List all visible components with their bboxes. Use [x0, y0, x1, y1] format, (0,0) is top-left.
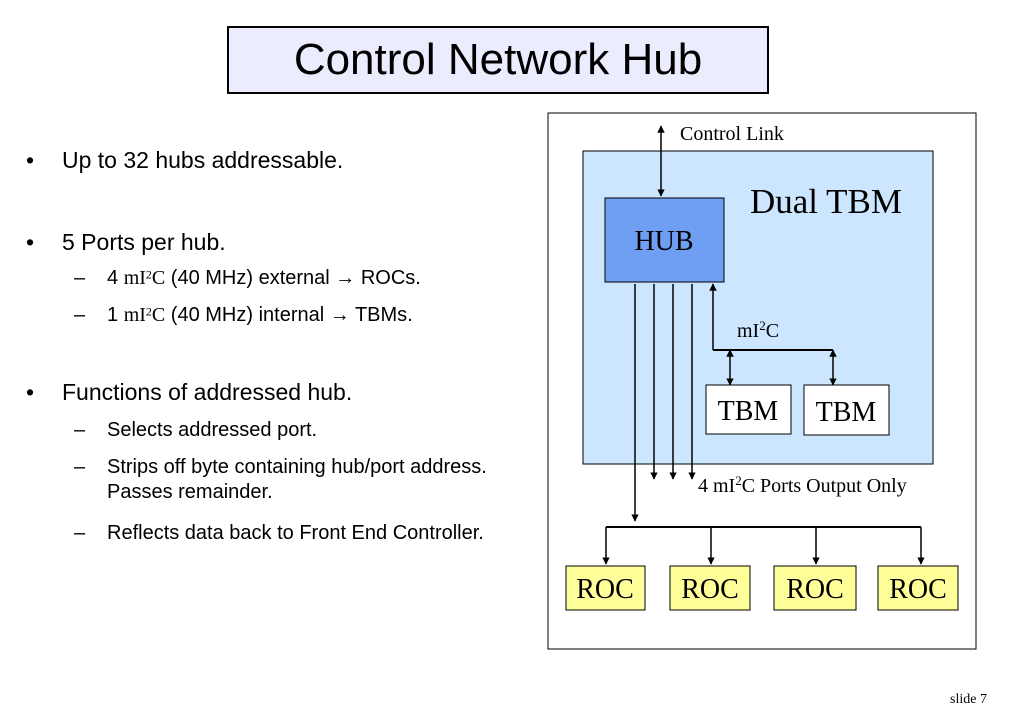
mi2c-label: mI2C [737, 318, 779, 342]
tbm-label-1: TBM [718, 396, 779, 427]
page-title: Control Network Hub [293, 35, 703, 84]
bullet-hubs-addressable: Up to 32 hubs addressable. [62, 147, 344, 173]
sub-bullet-selects-port: Selects addressed port. [107, 419, 318, 441]
sub-bullet-dash: – [74, 456, 86, 478]
sub-bullet-dash: – [74, 522, 86, 544]
sub-bullet-dash: – [74, 267, 86, 289]
slide-number: slide 7 [950, 692, 987, 707]
tbm-label-2: TBM [816, 397, 877, 428]
roc-label-2: ROC [681, 574, 739, 605]
bullet-ports-per-hub: 5 Ports per hub. [62, 229, 226, 255]
roc-box-4 [877, 565, 959, 611]
roc-box-3 [773, 565, 857, 611]
sub-bullet-dash: – [74, 419, 86, 441]
roc-box-1 [565, 565, 646, 611]
sub-bullet-reflects-data: Reflects data back to Front End Controll… [107, 522, 484, 544]
sub-bullet-internal-tbms: 1 mI2C (40 MHz) internal → TBMs. [107, 304, 413, 326]
roc-label-3: ROC [786, 574, 844, 605]
sub-bullet-strips-byte: Strips off byte containing hub/port addr… [107, 456, 487, 503]
bullet-functions: Functions of addressed hub. [62, 379, 353, 405]
control-link-label: Control Link [680, 123, 784, 145]
sub-bullet-dash: – [74, 304, 86, 326]
dual-tbm-label: Dual TBM [750, 182, 902, 221]
roc-label-4: ROC [889, 574, 947, 605]
roc-label-1: ROC [576, 574, 634, 605]
roc-box-2 [669, 565, 751, 611]
bullet-marker: • [26, 379, 35, 405]
bullet-list: • Up to 32 hubs addressable. • 5 Ports p… [26, 147, 487, 544]
ports-output-label: 4 mI2C Ports Output Only [698, 473, 907, 497]
bullet-marker: • [26, 229, 35, 255]
tbm-box-1 [705, 384, 792, 435]
title-box: Control Network Hub [227, 26, 769, 94]
sub-bullet-external-rocs: 4 mI2C (40 MHz) external → ROCs. [107, 267, 421, 289]
hub-label: HUB [634, 226, 693, 257]
tbm-box-2 [803, 384, 890, 436]
hub-box [604, 197, 725, 283]
bullet-marker: • [26, 147, 35, 173]
